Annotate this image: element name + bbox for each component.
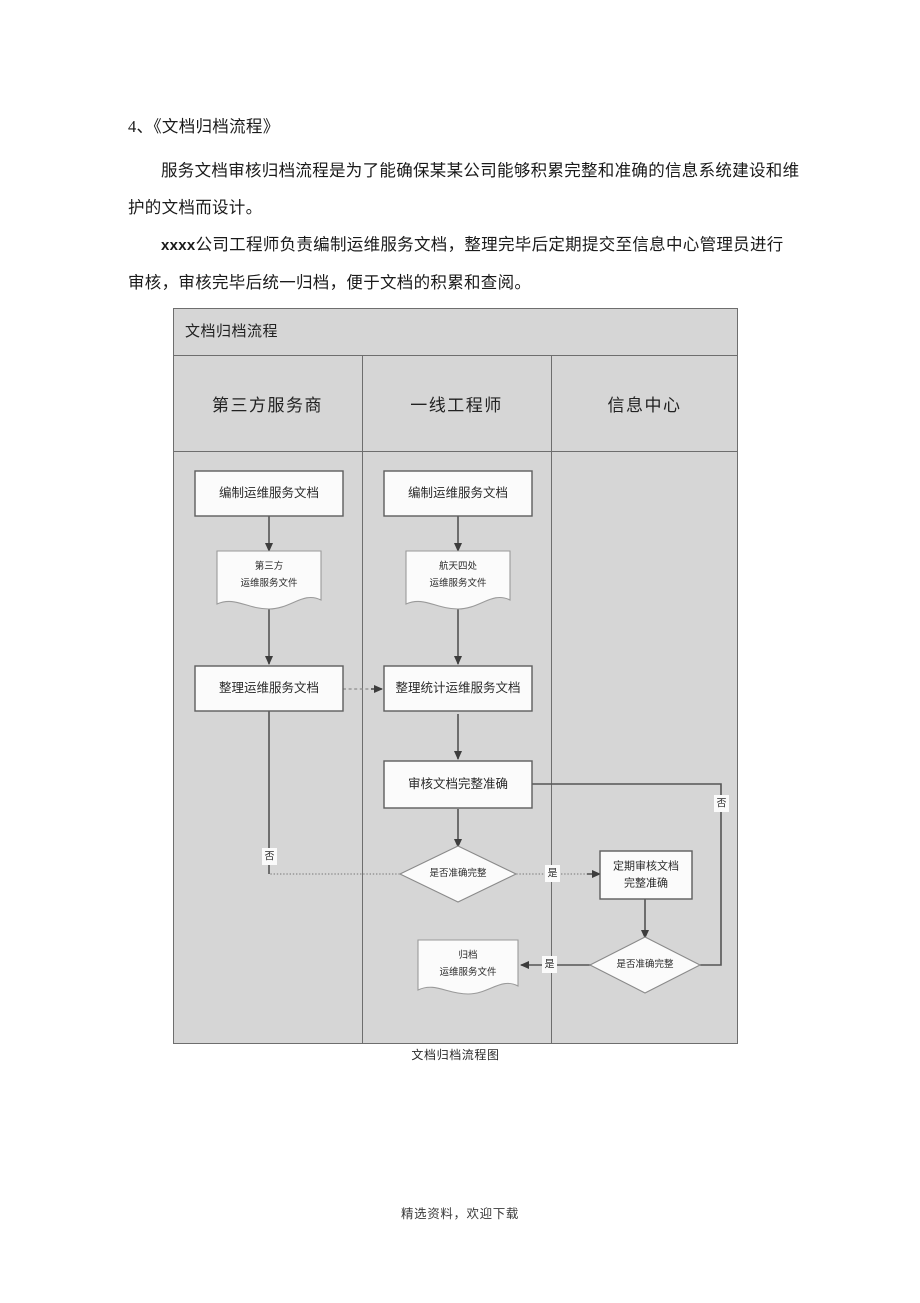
edge-label-n8-n3-no-text: 否: [265, 850, 275, 862]
node-n4-label: 编制运维服务文档: [408, 485, 508, 500]
node-n7-label: 审核文档完整准确: [408, 776, 508, 791]
swimlane-header-info-center: 信息中心: [607, 396, 682, 415]
node-n11-archived-ops-file[interactable]: 归档 运维服务文件: [417, 939, 519, 995]
node-n10-label: 是否准确完整: [616, 958, 674, 970]
flowchart-figure: 文档归档流程 第三方服务商 一线工程师 信息中心: [173, 308, 738, 1044]
node-n2-label-line2: 运维服务文件: [240, 577, 298, 589]
node-n11-label-line1: 归档: [458, 949, 477, 961]
node-n3-label: 整理运维服务文档: [219, 680, 319, 695]
edge-label-n8-n9-yes: 是: [545, 865, 560, 882]
swimlane-header-row: 第三方服务商 一线工程师 信息中心: [173, 355, 738, 452]
edge-label-n10-n7-no-text: 否: [717, 797, 727, 809]
node-n6-organize-statistics-ops-doc[interactable]: 整理统计运维服务文档: [383, 665, 533, 712]
node-n5-label-line1: 航天四处: [439, 560, 478, 572]
node-n10-decision-is-accurate-complete[interactable]: 是否准确完整: [588, 936, 702, 994]
paragraph-2-body: 公司工程师负责编制运维服务文档，整理完毕后定期提交至信息中心管理员进行审核，审核…: [128, 235, 784, 292]
node-n8-decision-is-accurate-complete[interactable]: 是否准确完整: [398, 845, 518, 903]
edge-label-n10-n11-yes-text: 是: [545, 958, 555, 970]
connector-n10-n7: [472, 780, 722, 966]
edge-label-n8-n9-yes-text: 是: [548, 867, 558, 879]
document-text-block: 4、《文档归档流程》 服务文档审核归档流程是为了能确保某某公司能够积累完整和准确…: [128, 108, 800, 301]
edge-label-n10-n11-yes: 是: [542, 956, 557, 973]
paragraph-2-company-prefix: xxxx: [161, 237, 196, 254]
edge-label-n8-n3-no: 否: [262, 848, 277, 865]
edge-label-n10-n7-no: 否: [714, 795, 729, 812]
node-n9-periodic-review-doc[interactable]: 定期审核文档 完整准确: [599, 850, 693, 900]
node-n4-compile-ops-doc-engineer[interactable]: 编制运维服务文档: [383, 470, 533, 517]
swimlane-header-frontline-engineer: 一线工程师: [410, 396, 503, 415]
flowchart-title: 文档归档流程: [185, 324, 279, 340]
swimlane-header-third-party: 第三方服务商: [212, 396, 323, 415]
node-n11-label-line2: 运维服务文件: [439, 966, 497, 978]
section-heading: 4、《文档归档流程》: [128, 117, 280, 136]
node-n9-label-line1: 定期审核文档: [613, 859, 679, 873]
node-n2-label-line1: 第三方: [255, 560, 284, 572]
flowchart-canvas: 编制运维服务文档 第三方 运维服务文件 整理运维服务文档 编制运维服务文档: [194, 470, 729, 995]
node-n2-third-party-ops-file[interactable]: 第三方 运维服务文件: [216, 550, 322, 610]
swimlane-divider-2: [551, 355, 553, 1044]
node-n7-review-doc-complete-accurate[interactable]: 审核文档完整准确: [383, 760, 533, 809]
node-n3-organize-ops-doc[interactable]: 整理运维服务文档: [194, 665, 344, 712]
node-n1-compile-ops-doc-third-party[interactable]: 编制运维服务文档: [194, 470, 344, 517]
node-n9-label-line2: 完整准确: [624, 876, 668, 890]
node-n5-aerospace-ops-file[interactable]: 航天四处 运维服务文件: [405, 550, 511, 610]
node-n8-label: 是否准确完整: [429, 867, 487, 879]
figure-caption: 文档归档流程图: [411, 1048, 500, 1062]
node-n6-label: 整理统计运维服务文档: [395, 680, 520, 695]
paragraph-2: xxxx公司工程师负责编制运维服务文档，整理完毕后定期提交至信息中心管理员进行审…: [128, 226, 800, 301]
paragraph-1: 服务文档审核归档流程是为了能确保某某公司能够积累完整和准确的信息系统建设和维护的…: [128, 161, 800, 217]
node-n5-label-line2: 运维服务文件: [429, 577, 487, 589]
page-footer: 精选资料，欢迎下载: [401, 1207, 519, 1221]
swimlane-divider-1: [362, 355, 364, 1044]
node-n1-label: 编制运维服务文档: [219, 485, 319, 500]
